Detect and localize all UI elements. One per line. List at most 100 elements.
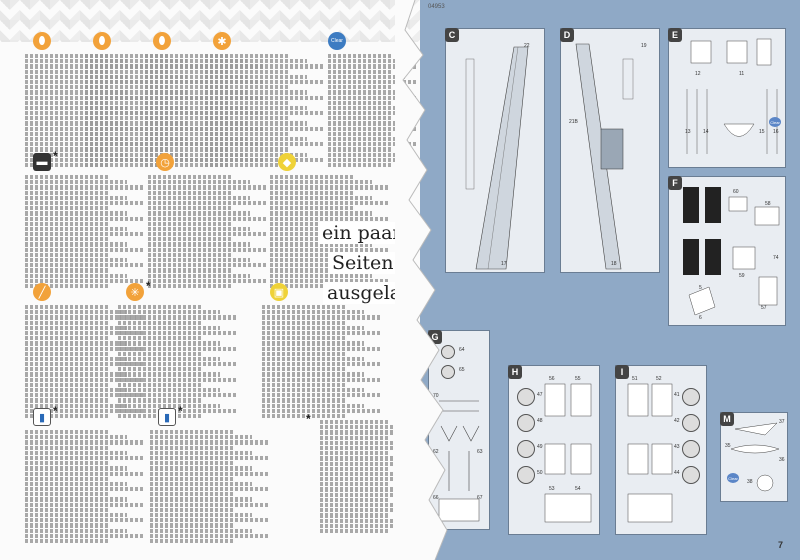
text-line	[118, 325, 220, 330]
text-line	[85, 105, 187, 111]
text-line	[25, 450, 127, 455]
text-line	[150, 476, 234, 481]
text-line	[85, 100, 169, 105]
text-line	[328, 59, 405, 64]
text-line	[150, 481, 252, 487]
text-line	[25, 263, 145, 268]
text-line	[25, 131, 109, 136]
panel-letter: F	[668, 176, 682, 190]
text-line	[118, 310, 220, 315]
panel-letter: C	[445, 28, 459, 42]
text-line	[150, 523, 234, 528]
part-number: 50	[537, 470, 543, 476]
text-line	[148, 247, 268, 252]
text-line	[320, 482, 390, 487]
text-line	[148, 216, 268, 221]
text-line	[25, 268, 109, 273]
paint-pot-icon: ▮	[158, 408, 176, 426]
text-line	[205, 54, 289, 59]
text-line	[205, 95, 325, 100]
text-line	[25, 377, 145, 382]
text-line	[328, 137, 405, 142]
text-line	[25, 310, 127, 315]
text-line	[25, 388, 127, 393]
text-line	[25, 190, 109, 195]
text-line	[25, 90, 127, 95]
sprue-panel-d: D 19 21B 18	[560, 28, 660, 273]
multilingual-text-lines	[320, 420, 420, 534]
text-line	[328, 100, 391, 105]
text-line	[320, 461, 420, 466]
text-line	[262, 413, 346, 419]
text-line	[85, 74, 187, 79]
text-line	[118, 336, 202, 341]
text-line	[145, 162, 229, 168]
text-line	[25, 54, 109, 59]
asterisk-icon: *	[178, 404, 183, 418]
text-line	[25, 455, 145, 461]
text-line	[25, 398, 109, 403]
text-line	[205, 162, 289, 168]
panel-letter: E	[668, 28, 682, 42]
text-line	[145, 131, 229, 136]
text-line	[270, 216, 390, 221]
text-line	[25, 69, 109, 74]
part-number: 57	[761, 305, 767, 311]
text-line	[320, 528, 390, 534]
asterisk-icon: *	[306, 412, 311, 426]
text-line	[25, 162, 109, 168]
text-line	[262, 362, 382, 367]
text-line	[320, 420, 390, 425]
canopy-parts-drawing	[686, 38, 778, 154]
text-line	[328, 142, 418, 147]
text-line	[25, 305, 109, 310]
text-line	[320, 508, 420, 513]
text-line	[328, 69, 391, 74]
wheel-part	[517, 388, 535, 406]
wheel-part	[682, 414, 700, 432]
text-line	[25, 85, 109, 90]
small-parts-drawing	[438, 400, 480, 522]
text-line	[148, 242, 250, 247]
text-line	[25, 413, 109, 419]
text-line	[25, 315, 145, 320]
text-line	[262, 320, 346, 325]
text-line	[262, 351, 346, 356]
text-line	[150, 471, 270, 476]
text-line	[25, 147, 109, 152]
text-line	[148, 180, 250, 185]
text-line	[148, 258, 250, 263]
text-line	[205, 142, 325, 147]
text-line	[150, 533, 270, 538]
text-line	[118, 351, 202, 356]
text-line	[320, 477, 420, 482]
text-line	[270, 190, 354, 195]
text-line	[118, 403, 220, 408]
text-line	[270, 258, 372, 263]
text-line	[25, 273, 127, 278]
text-line	[328, 162, 391, 168]
sprue-panel-c: C 22 17	[445, 28, 545, 273]
text-line	[118, 377, 238, 382]
wheel-part	[682, 466, 700, 484]
text-line	[25, 226, 127, 232]
text-line	[320, 487, 405, 492]
part-number: 51	[632, 376, 638, 382]
text-line	[85, 121, 187, 126]
text-line	[205, 126, 325, 131]
text-line	[25, 351, 109, 356]
text-line	[148, 175, 232, 180]
text-line	[262, 341, 364, 346]
text-line	[270, 206, 354, 211]
text-line	[145, 147, 229, 152]
text-line	[85, 147, 169, 152]
text-line	[145, 116, 229, 121]
text-line	[328, 74, 405, 79]
text-line	[150, 487, 270, 492]
clock-icon: ◷	[156, 153, 174, 171]
part-number: 17	[501, 261, 507, 267]
part-number: 13	[685, 129, 691, 135]
text-line	[328, 85, 391, 90]
wing-part-drawing	[575, 43, 634, 270]
text-line	[118, 382, 202, 387]
